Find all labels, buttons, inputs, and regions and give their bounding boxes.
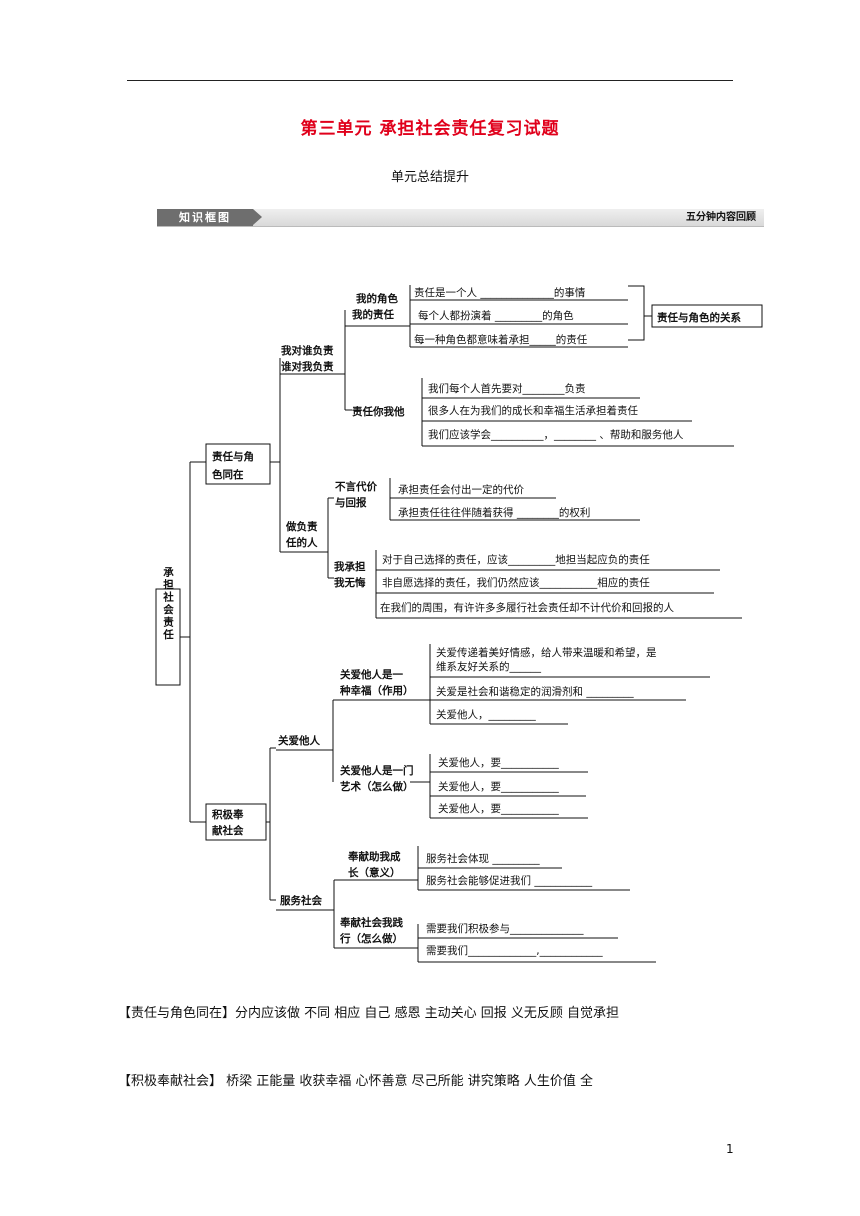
- b1-label-1: 责任与角: [212, 450, 254, 463]
- b2-label-2: 献社会: [212, 824, 244, 837]
- b1-2-2-label-2: 我无悔: [334, 576, 366, 589]
- b1-1-2-item-3: 我们应该学会__________，________ 、帮助和服务他人: [428, 428, 684, 441]
- b2-2-1-item-1: 服务社会体现 _________: [426, 852, 540, 865]
- b1-1-2-item-1: 我们每个人首先要对________负责: [428, 382, 586, 395]
- b2-2-1-label-1: 奉献助我成: [347, 850, 401, 863]
- b2-1-1-item-1a: 关爱传递着美好情感，给人带来温暖和希望，是: [436, 646, 657, 659]
- b1-2-label-1: 做负责: [285, 520, 318, 533]
- b2-2-2-item-1: 需要我们积极参与______________: [426, 922, 584, 935]
- page-subtitle: 单元总结提升: [390, 170, 469, 185]
- section-banner: 知识框图 五分钟内容回顾: [157, 209, 764, 227]
- b1-2-1-label-2: 与回报: [335, 496, 367, 509]
- b2-2-2-label-1: 奉献社会我践: [339, 916, 403, 929]
- page-number: 1: [726, 1142, 734, 1156]
- b2-2-1-label-2: 长（意义）: [348, 866, 401, 879]
- b1-1-2-item-2: 很多人在为我们的成长和幸福生活承担着责任: [428, 404, 638, 417]
- b1-2-1-label-1: 不言代价: [335, 480, 377, 493]
- root-label: 承担社会责任: [162, 567, 174, 642]
- b2-label-1: 积极奉: [212, 808, 244, 821]
- b1-1-1-item-2: 每个人都扮演着 _________的角色: [418, 309, 574, 322]
- b1-1-1-item-1: 责任是一个人 ______________的事情: [414, 286, 586, 299]
- b1-1-label-1: 我对谁负责: [281, 344, 334, 357]
- b2-1-1-label-2: 种幸福（作用）: [339, 684, 414, 697]
- header-rule: [127, 80, 733, 81]
- b1-2-label-2: 任的人: [285, 536, 318, 549]
- b1-1-1-side-box: [651, 304, 763, 328]
- b2-2-label: 服务社会: [280, 894, 322, 907]
- b2-1-1-item-3: 关爱他人，_________: [436, 708, 536, 721]
- b2-2-2-item-2: 需要我们_____________,____________: [426, 944, 603, 957]
- b1-1-1-label-1: 我的角色: [356, 292, 398, 305]
- answer-paragraph-1: 【责任与角色同在】分内应该做 不同 相应 自己 感恩 主动关心 回报 义无反顾 …: [118, 1006, 620, 1021]
- knowledge-diagram: 承担社会责任 责任与角 色同在 我对谁负责 谁对我负责 我的角色 我的责任 责任…: [155, 285, 763, 963]
- b1-1-1-label-2: 我的责任: [352, 308, 394, 321]
- b1-2-2-item-1: 对于自己选择的责任，应该_________地担当起应负的责任: [382, 553, 650, 566]
- b2-1-2-item-3: 关爱他人，要___________: [438, 802, 559, 815]
- b2-1-1-label-1: 关爱他人是一: [340, 668, 403, 681]
- b1-1-label-2: 谁对我负责: [281, 360, 334, 373]
- banner-right-label: 五分钟内容回顾: [686, 212, 756, 223]
- b2-1-1-item-2: 关爱是社会和谐稳定的润滑剂和 _________: [436, 685, 634, 698]
- banner-tag: 知识框图: [157, 209, 262, 226]
- answer-paragraph-2: 【积极奉献社会】 桥梁 正能量 收获幸福 心怀善意 尽己所能 讲究策略 人生价值…: [118, 1074, 594, 1089]
- b2-1-2-item-2: 关爱他人，要___________: [438, 780, 559, 793]
- b1-2-2-label-1: 我承担: [334, 560, 366, 573]
- b1-1-1-item-3: 每一种角色都意味着承担_____的责任: [414, 333, 588, 346]
- b2-1-label: 关爱他人: [278, 734, 320, 747]
- b2-1-2-label-2: 艺术（怎么做）: [340, 780, 414, 793]
- b2-1-1-item-1b: 维系友好关系的______: [436, 660, 542, 673]
- b1-2-1-item-1: 承担责任会付出一定的代价: [398, 483, 524, 496]
- b2-2-1-item-2: 服务社会能够促进我们 ___________: [426, 874, 593, 887]
- page-title: 第三单元 承担社会责任复习试题: [300, 119, 560, 139]
- b2-1-2-item-1: 关爱他人，要___________: [438, 756, 559, 769]
- b1-label-2: 色同在: [212, 468, 244, 481]
- b1-box: [205, 443, 271, 485]
- b2-1-2-label-1: 关爱他人是一门: [340, 764, 414, 777]
- b2-2-2-label-2: 行（怎么做）: [339, 932, 403, 945]
- b1-2-2-item-3: 在我们的周围，有许许多多履行社会责任却不计代价和回报的人: [380, 601, 674, 614]
- b1-1-1-side: 责任与角色的关系: [657, 311, 741, 324]
- b1-2-1-item-2: 承担责任往往伴随着获得 ________的权利: [398, 506, 590, 519]
- b1-1-2-label: 责任你我他: [352, 405, 405, 418]
- b1-2-2-item-2: 非自愿选择的责任，我们仍然应该___________相应的责任: [382, 576, 650, 589]
